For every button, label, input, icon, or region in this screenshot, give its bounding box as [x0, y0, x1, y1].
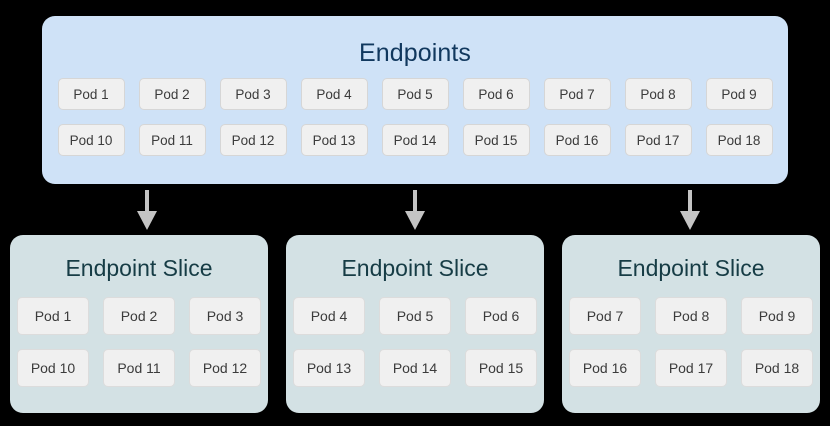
endpoint-slice-pod-row-1: Pod 1 Pod 2 Pod 3 — [10, 297, 268, 335]
pod-chip: Pod 12 — [189, 349, 261, 387]
endpoint-slice-pod-grid: Pod 1 Pod 2 Pod 3 Pod 10 Pod 11 Pod 12 — [10, 297, 268, 387]
endpoint-slice-pod-row-2: Pod 10 Pod 11 Pod 12 — [10, 349, 268, 387]
endpoint-slices-row: Endpoint Slice Pod 1 Pod 2 Pod 3 Pod 10 … — [10, 235, 820, 413]
pod-chip: Pod 17 — [655, 349, 727, 387]
pod-chip: Pod 8 — [655, 297, 727, 335]
pod-chip: Pod 8 — [624, 78, 692, 110]
endpoints-pod-row-2: Pod 10 Pod 11 Pod 12 Pod 13 Pod 14 Pod 1… — [42, 124, 788, 156]
pod-chip: Pod 4 — [293, 297, 365, 335]
pod-chip: Pod 9 — [741, 297, 813, 335]
pod-chip: Pod 13 — [300, 124, 368, 156]
endpoints-pod-row-1: Pod 1 Pod 2 Pod 3 Pod 4 Pod 5 Pod 6 Pod … — [42, 78, 788, 110]
pod-chip: Pod 18 — [741, 349, 813, 387]
pod-chip: Pod 15 — [462, 124, 530, 156]
endpoint-slice-panel-3: Endpoint Slice Pod 7 Pod 8 Pod 9 Pod 16 … — [562, 235, 820, 413]
endpoint-slice-pod-row-1: Pod 7 Pod 8 Pod 9 — [562, 297, 820, 335]
pod-chip: Pod 2 — [138, 78, 206, 110]
pod-chip: Pod 5 — [379, 297, 451, 335]
arrow-down-icon-2 — [402, 190, 428, 230]
pod-chip: Pod 18 — [705, 124, 773, 156]
arrow-down-icon-1 — [134, 190, 160, 230]
pod-chip: Pod 7 — [569, 297, 641, 335]
pod-chip: Pod 12 — [219, 124, 287, 156]
pod-chip: Pod 13 — [293, 349, 365, 387]
arrow-down-icon-3 — [677, 190, 703, 230]
endpoint-slice-title: Endpoint Slice — [65, 255, 213, 281]
pod-chip: Pod 15 — [465, 349, 537, 387]
pod-chip: Pod 11 — [138, 124, 206, 156]
pod-chip: Pod 14 — [381, 124, 449, 156]
pod-chip: Pod 6 — [462, 78, 530, 110]
pod-chip: Pod 9 — [705, 78, 773, 110]
endpoint-slice-pod-grid: Pod 4 Pod 5 Pod 6 Pod 13 Pod 14 Pod 15 — [286, 297, 544, 387]
pod-chip: Pod 11 — [103, 349, 175, 387]
pod-chip: Pod 16 — [569, 349, 641, 387]
pod-chip: Pod 3 — [219, 78, 287, 110]
pod-chip: Pod 17 — [624, 124, 692, 156]
pod-chip: Pod 6 — [465, 297, 537, 335]
pod-chip: Pod 4 — [300, 78, 368, 110]
pod-chip: Pod 16 — [543, 124, 611, 156]
pod-chip: Pod 2 — [103, 297, 175, 335]
endpoint-slice-title: Endpoint Slice — [617, 255, 765, 281]
endpoints-panel: Endpoints Pod 1 Pod 2 Pod 3 Pod 4 Pod 5 … — [42, 16, 788, 184]
endpoint-slice-pod-row-2: Pod 16 Pod 17 Pod 18 — [562, 349, 820, 387]
pod-chip: Pod 3 — [189, 297, 261, 335]
pod-chip: Pod 10 — [17, 349, 89, 387]
endpoint-slice-panel-2: Endpoint Slice Pod 4 Pod 5 Pod 6 Pod 13 … — [286, 235, 544, 413]
pod-chip: Pod 1 — [17, 297, 89, 335]
endpoint-slice-panel-1: Endpoint Slice Pod 1 Pod 2 Pod 3 Pod 10 … — [10, 235, 268, 413]
pod-chip: Pod 1 — [57, 78, 125, 110]
pod-chip: Pod 10 — [57, 124, 125, 156]
endpoint-slice-title: Endpoint Slice — [341, 255, 489, 281]
pod-chip: Pod 14 — [379, 349, 451, 387]
pod-chip: Pod 5 — [381, 78, 449, 110]
endpoints-title: Endpoints — [358, 39, 472, 67]
endpoints-pod-grid: Pod 1 Pod 2 Pod 3 Pod 4 Pod 5 Pod 6 Pod … — [42, 78, 788, 156]
pod-chip: Pod 7 — [543, 78, 611, 110]
endpoint-slice-pod-row-2: Pod 13 Pod 14 Pod 15 — [286, 349, 544, 387]
endpoint-slice-pod-row-1: Pod 4 Pod 5 Pod 6 — [286, 297, 544, 335]
endpoint-slice-pod-grid: Pod 7 Pod 8 Pod 9 Pod 16 Pod 17 Pod 18 — [562, 297, 820, 387]
